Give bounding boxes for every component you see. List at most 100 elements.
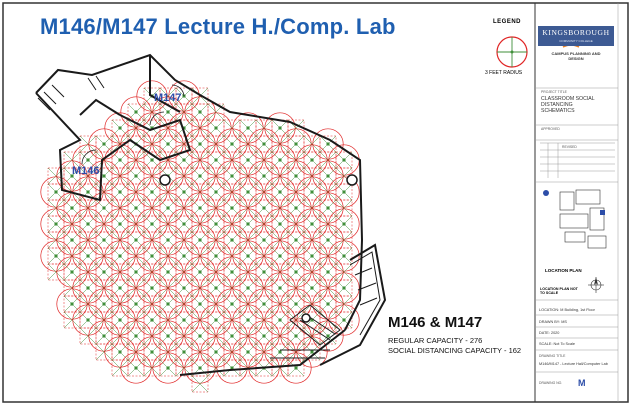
seat-position: [278, 222, 282, 226]
distancing-radius-circle: [120, 128, 152, 160]
seat-diagonal: [111, 231, 129, 249]
seat-diagonal: [159, 247, 177, 265]
distancing-radius-circle: [232, 272, 264, 304]
seat-position: [246, 158, 250, 162]
distancing-radius-circle: [168, 176, 200, 208]
distancing-radius-circle: [168, 112, 200, 144]
distancing-radius-circle: [280, 320, 312, 352]
distancing-radius-circle: [280, 128, 312, 160]
distancing-radius-circle: [280, 192, 312, 224]
seat-diagonal: [335, 263, 353, 281]
seat-diagonal: [191, 119, 209, 137]
title-block-grid: [535, 87, 618, 373]
seat-position: [118, 158, 122, 162]
seat-diagonal: [239, 167, 257, 185]
distancing-radius-circle: [296, 144, 328, 176]
seat-diagonal: [271, 359, 289, 377]
distancing-radius-circle: [200, 144, 232, 176]
distancing-radius-circle: [72, 272, 104, 304]
seat-diagonal: [303, 231, 321, 249]
seat-position: [342, 318, 346, 322]
seat-marker-icon: [496, 36, 528, 68]
summary-title: M146 & M147: [388, 314, 483, 331]
seat-position: [182, 350, 186, 354]
distancing-radius-circle: [248, 192, 280, 224]
distancing-radius-circle: [328, 272, 360, 304]
seat-position: [118, 126, 122, 130]
seat-diagonal: [287, 183, 305, 201]
distancing-radius-circle: [264, 112, 296, 144]
seat-position: [214, 222, 218, 226]
seat-diagonal: [303, 167, 321, 185]
drawn-by-field: DRAWN BY: MS: [539, 320, 567, 324]
distancing-radius-circle: [104, 272, 136, 304]
seat-grid-cell: [79, 327, 97, 345]
seat-position: [182, 318, 186, 322]
seat-position: [262, 270, 266, 274]
seat-position: [182, 286, 186, 290]
distancing-radius-circle: [248, 128, 280, 160]
seat-position: [150, 286, 154, 290]
distancing-radius-circle: [184, 160, 216, 192]
distancing-radius-circle: [152, 192, 184, 224]
seat-diagonal: [127, 215, 145, 233]
seat-diagonal: [47, 231, 65, 249]
seat-diagonal: [143, 295, 161, 313]
seat-position: [246, 286, 250, 290]
seat-diagonal: [255, 183, 273, 201]
distancing-radius-circle: [296, 272, 328, 304]
seat-position: [310, 158, 314, 162]
seat-diagonal: [111, 327, 129, 345]
seat-position: [326, 238, 330, 242]
organization-subtitle: COMMUNITY COLLEGE: [559, 39, 593, 43]
seat-position: [166, 334, 170, 338]
seat-position: [214, 350, 218, 354]
distancing-radius-circle: [184, 96, 216, 128]
distancing-radius-circle: [264, 208, 296, 240]
seat-diagonal: [191, 311, 209, 329]
distancing-radius-circle: [184, 128, 216, 160]
seat-diagonal: [239, 135, 257, 153]
seat-diagonal: [287, 343, 305, 361]
seat-diagonal: [111, 263, 129, 281]
distancing-radius-circle: [232, 144, 264, 176]
seat-diagonal: [79, 295, 97, 313]
seat-diagonal: [159, 183, 177, 201]
seat-position: [198, 302, 202, 306]
regular-capacity: REGULAR CAPACITY - 276: [388, 336, 483, 345]
distancing-radius-circle: [56, 160, 88, 192]
seat-diagonal: [271, 167, 289, 185]
seat-diagonal: [47, 199, 65, 217]
seat-position: [310, 190, 314, 194]
distancing-radius-circle: [72, 240, 104, 272]
distancing-radius-circle: [184, 352, 216, 384]
seat-position: [102, 270, 106, 274]
seat-diagonal: [255, 119, 273, 137]
seat-position: [342, 286, 346, 290]
seat-diagonal: [175, 263, 193, 281]
seat-diagonal: [79, 199, 97, 217]
seat-diagonal: [223, 279, 241, 297]
seat-position: [294, 238, 298, 242]
seat-position: [230, 206, 234, 210]
distancing-radius-circle: [152, 160, 184, 192]
seat-position: [326, 174, 330, 178]
seat-diagonal: [207, 327, 225, 345]
seat-position: [214, 190, 218, 194]
seat-diagonal: [319, 279, 337, 297]
seat-position: [134, 366, 138, 370]
seat-diagonal: [271, 327, 289, 345]
seat-position: [86, 286, 90, 290]
distancing-radius-circle: [232, 336, 264, 368]
seat-diagonal: [239, 327, 257, 345]
seat-position: [326, 142, 330, 146]
seat-position: [166, 366, 170, 370]
seat-diagonal: [63, 247, 81, 265]
distancing-radius-circle: [312, 224, 344, 256]
seat-diagonal: [159, 343, 177, 361]
seat-diagonal: [191, 279, 209, 297]
seat-position: [118, 254, 122, 258]
seat-position: [294, 334, 298, 338]
distancing-radius-circle: [152, 320, 184, 352]
